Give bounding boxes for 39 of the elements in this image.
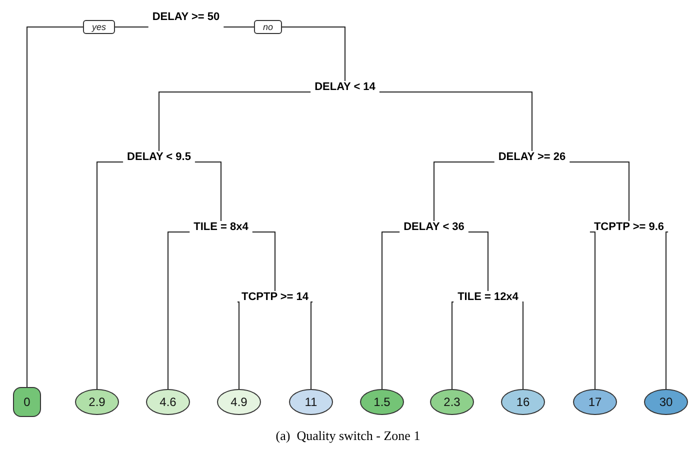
split-label: DELAY >= 50 bbox=[152, 11, 220, 23]
leaf-node: 1.5 bbox=[360, 389, 404, 415]
tree-branch-line bbox=[252, 232, 276, 292]
split-label: TILE = 8x4 bbox=[194, 221, 248, 233]
split-label: DELAY < 36 bbox=[404, 221, 464, 233]
tree-branch-line bbox=[236, 302, 240, 390]
tree-branch-line bbox=[26, 26, 149, 388]
tree-branch-line bbox=[468, 232, 488, 292]
tree-branch-line bbox=[378, 92, 532, 152]
tree-branch-line bbox=[310, 302, 314, 390]
tree-branch-line bbox=[158, 92, 312, 152]
leaf-node: 11 bbox=[289, 389, 333, 415]
split-label: TILE = 12x4 bbox=[458, 291, 518, 303]
split-label: TCPTP >= 14 bbox=[241, 291, 309, 303]
leaf-node: 2.3 bbox=[430, 389, 474, 415]
tree-branch-line bbox=[382, 232, 400, 390]
tree-branch-line bbox=[96, 162, 124, 390]
split-label: DELAY < 14 bbox=[314, 81, 376, 93]
leaf-node: 0 bbox=[13, 387, 41, 417]
tree-branch-line bbox=[569, 162, 630, 222]
figure-caption: (a) Quality switch - Zone 1 bbox=[276, 428, 420, 443]
edge-label: no bbox=[254, 20, 282, 34]
split-label: DELAY < 9.5 bbox=[127, 151, 191, 163]
tree-branch-line bbox=[522, 302, 524, 390]
tree-branch-line bbox=[168, 232, 190, 390]
tree-branch-line bbox=[589, 232, 596, 390]
leaf-node: 4.9 bbox=[217, 389, 261, 415]
leaf-node: 30 bbox=[644, 389, 688, 415]
split-label: TCPTP >= 9.6 bbox=[594, 221, 664, 233]
tree-branch-line bbox=[194, 162, 222, 222]
tree-branch-line bbox=[434, 162, 495, 222]
edge-label: yes bbox=[83, 20, 115, 34]
leaf-node: 4.6 bbox=[146, 389, 190, 415]
tree-branch-line bbox=[452, 302, 454, 390]
leaf-node: 2.9 bbox=[75, 389, 119, 415]
split-label: DELAY >= 26 bbox=[498, 151, 566, 163]
leaf-node: 16 bbox=[501, 389, 545, 415]
leaf-node: 17 bbox=[573, 389, 617, 415]
tree-branch-line bbox=[666, 232, 669, 390]
